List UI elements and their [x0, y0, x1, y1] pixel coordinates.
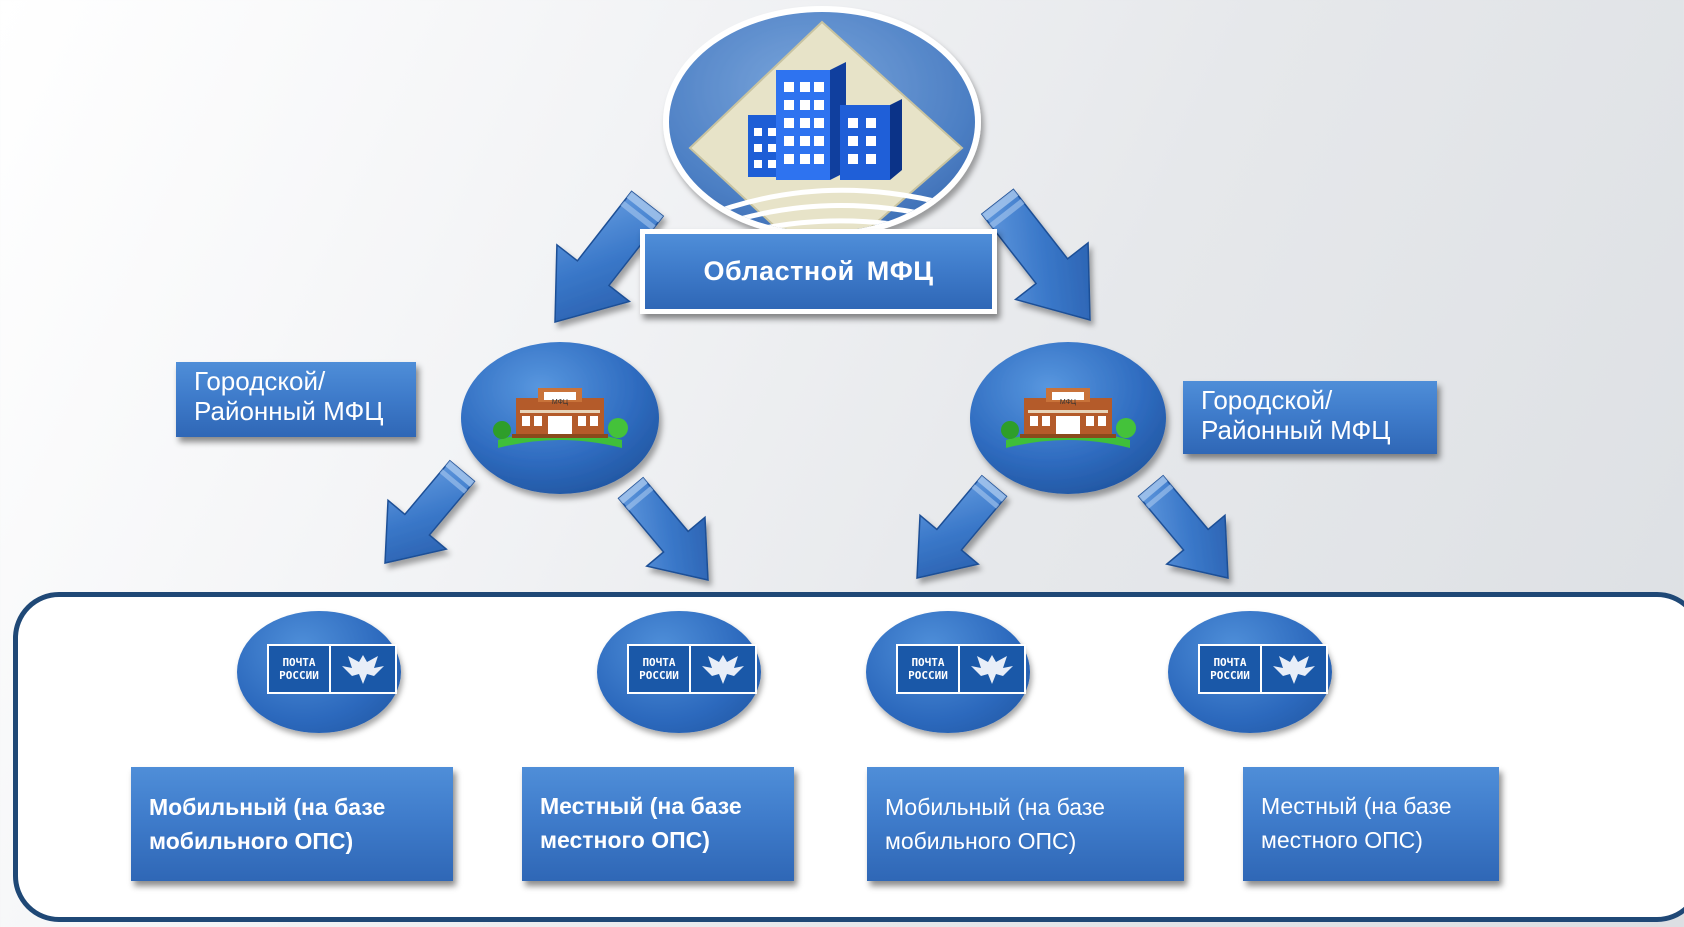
post-logo-text: РОССИИ	[279, 669, 319, 682]
office-line2: мобильного ОПС)	[149, 828, 354, 854]
city-label-line1: Городской/	[194, 366, 326, 396]
arrow-to-office-4	[1121, 460, 1258, 604]
mfc-building-icon	[493, 388, 628, 448]
regional-mfc-text: Областной МФЦ	[703, 256, 934, 286]
building-sign: МФЦ	[1060, 399, 1077, 406]
city-label-line2: Районный МФЦ	[1201, 415, 1391, 445]
city-label-line1: Городской/	[1201, 385, 1333, 415]
post-logo-text: ПОЧТА	[642, 656, 676, 669]
office-line2: мобильного ОПС)	[885, 828, 1077, 854]
arrow-to-office-2	[601, 462, 738, 606]
mfc-building-icon	[1001, 388, 1136, 448]
post-logo-text: РОССИИ	[908, 669, 948, 682]
eagle-icon	[960, 646, 1024, 692]
arrow-to-office-1	[355, 445, 492, 589]
office-line2: местного ОПС)	[540, 827, 710, 853]
post-logo-text: ПОЧТА	[911, 656, 945, 669]
eagle-icon	[331, 646, 395, 692]
building-icon	[748, 62, 902, 180]
office-box-mobile-1: Мобильный (на базе мобильного ОПС)	[131, 767, 453, 881]
city-mfc-label-right: Городской/ Районный МФЦ	[1183, 381, 1437, 454]
post-logo-text: РОССИИ	[639, 669, 679, 682]
building-sign: МФЦ	[552, 399, 569, 406]
city-mfc-label-left: Городской/ Районный МФЦ	[176, 362, 416, 437]
eagle-icon	[691, 646, 755, 692]
office-line1: Местный (на базе	[1261, 793, 1452, 819]
post-logo-text: ПОЧТА	[282, 656, 316, 669]
eagle-icon	[1262, 646, 1326, 692]
post-logo-text: ПОЧТА	[1213, 656, 1247, 669]
office-line2: местного ОПС)	[1261, 827, 1423, 853]
office-box-mobile-2: Мобильный (на базе мобильного ОПС)	[867, 767, 1184, 881]
office-line1: Мобильный (на базе	[885, 794, 1105, 820]
city-label-line2: Районный МФЦ	[194, 396, 384, 426]
regional-mfc-label: Областной МФЦ	[640, 229, 997, 314]
office-box-local-1: Местный (на базе местного ОПС)	[522, 767, 794, 881]
office-line1: Местный (на базе	[540, 793, 742, 819]
office-box-local-2: Местный (на базе местного ОПС)	[1243, 767, 1499, 881]
post-logo-text: РОССИИ	[1210, 669, 1250, 682]
arrow-to-office-3	[887, 460, 1024, 604]
office-line1: Мобильный (на базе	[149, 794, 386, 820]
